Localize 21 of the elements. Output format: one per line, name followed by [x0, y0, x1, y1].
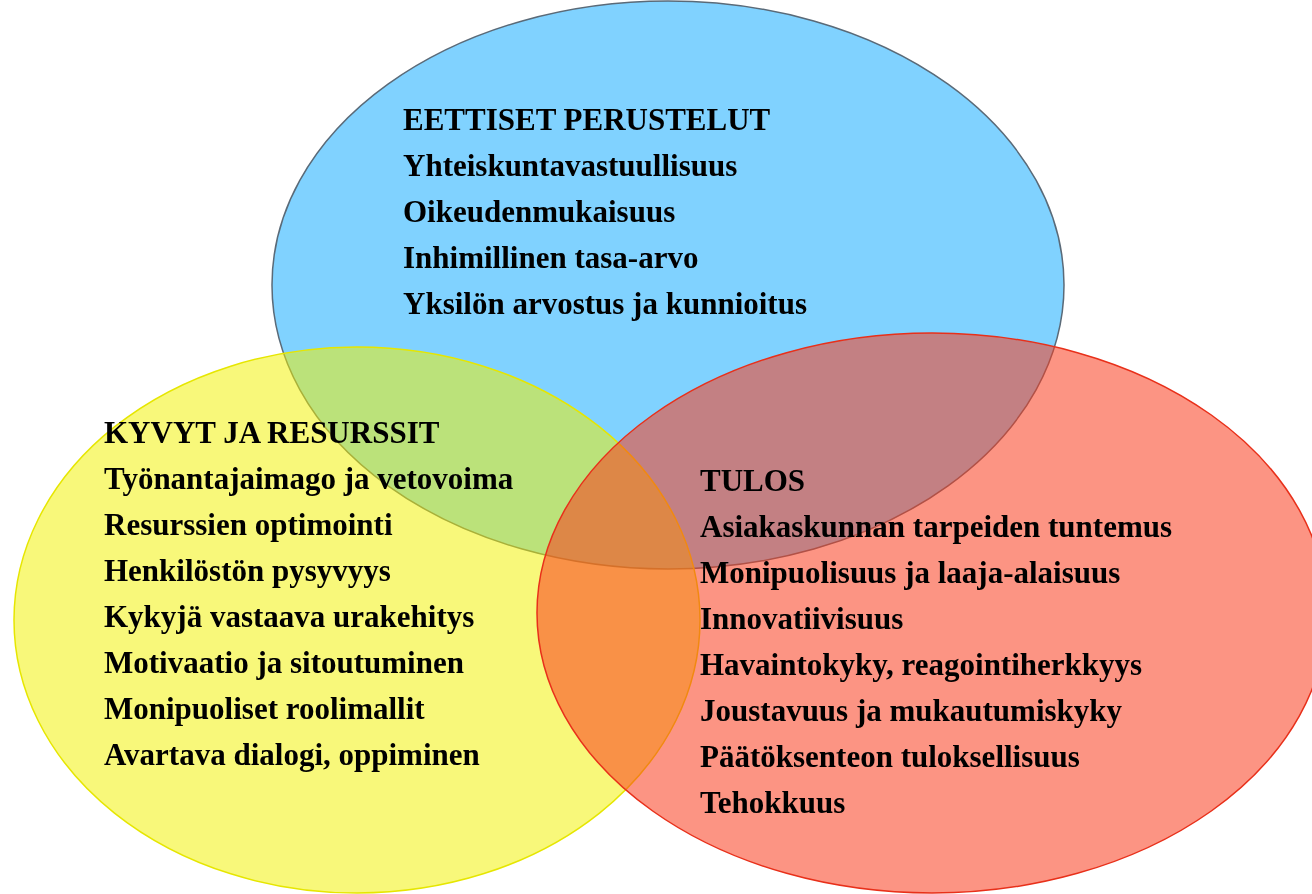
set-heading: KYVYT JA RESURSSIT	[104, 414, 441, 452]
list-item: Tehokkuus	[700, 784, 847, 822]
set-heading: TULOS	[700, 462, 807, 500]
list-item: Kykyjä vastaava urakehitys	[104, 598, 476, 636]
list-item: Monipuoliset roolimallit	[104, 690, 426, 728]
list-item: Henkilöstön pysyvyys	[104, 552, 392, 590]
list-item: Avartava dialogi, oppiminen	[104, 736, 481, 774]
list-item: Asiakaskunnan tarpeiden tuntemus	[700, 508, 1173, 546]
list-item: Resurssien optimointi	[104, 506, 394, 544]
list-item: Havaintokyky, reagointiherkkyys	[700, 646, 1144, 684]
list-item: Yksilön arvostus ja kunnioitus	[403, 285, 807, 323]
set-heading: EETTISET PERUSTELUT	[403, 101, 772, 139]
list-item: Inhimillinen tasa-arvo	[403, 239, 700, 277]
list-item: Päätöksenteon tuloksellisuus	[700, 738, 1081, 776]
list-item: Motivaatio ja sitoutuminen	[104, 644, 465, 682]
list-item: Monipuolisuus ja laaja-alaisuus	[700, 554, 1122, 592]
list-item: Yhteiskuntavastuullisuus	[403, 147, 739, 185]
list-item: Joustavuus ja mukautumiskyky	[700, 692, 1124, 730]
list-item: Oikeudenmukaisuus	[403, 193, 677, 231]
list-item: Innovatiivisuus	[700, 600, 905, 638]
list-item: Työnantajaimago ja vetovoima	[104, 460, 514, 498]
